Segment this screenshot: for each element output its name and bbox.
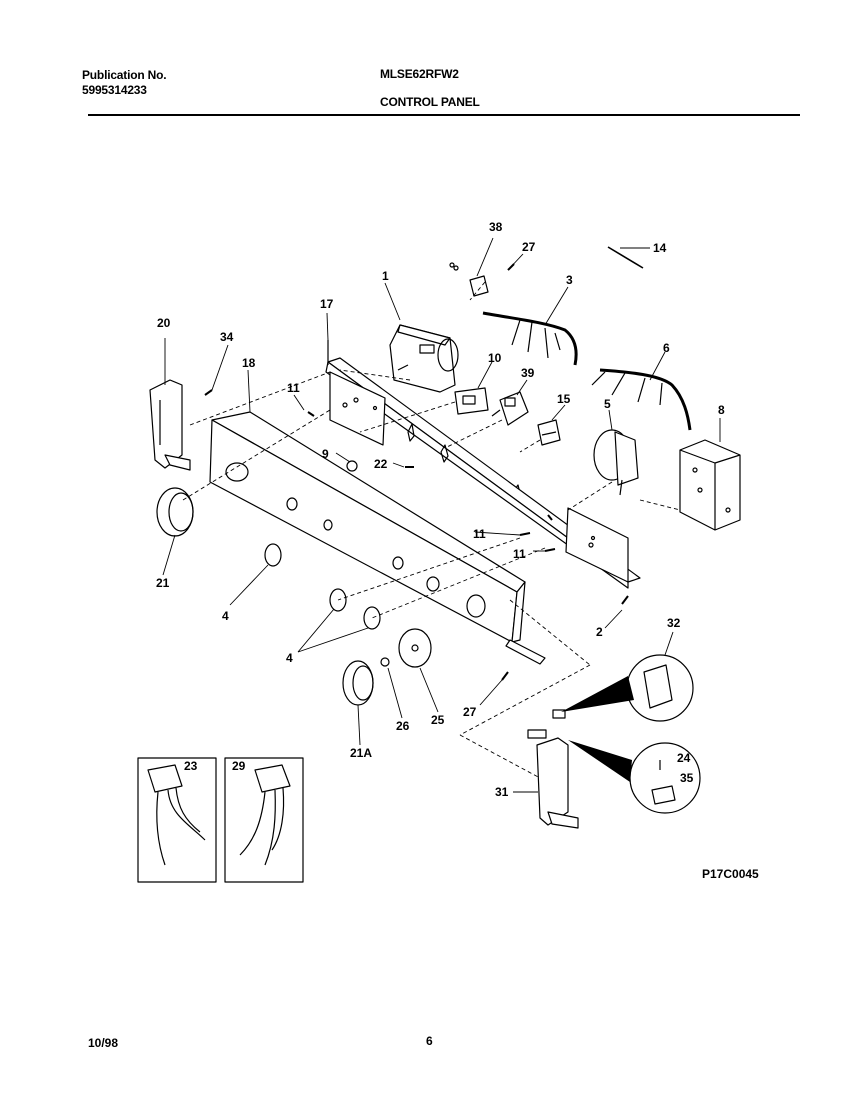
callout-27-bottom: 27 (463, 705, 477, 719)
temperature-switch (491, 391, 529, 426)
control-box (679, 439, 741, 531)
callout-11-mid: 11 (473, 527, 486, 541)
connector-38 (449, 262, 489, 297)
knob-21 (156, 487, 194, 537)
callout-18: 18 (242, 356, 256, 370)
callout-39: 39 (521, 366, 535, 380)
end-bracket-31 (527, 709, 579, 829)
inset-23 (137, 757, 217, 883)
control-panel-console (209, 411, 546, 665)
callout-23: 23 (184, 759, 198, 773)
callout-labels: 38 27 14 1 3 17 20 34 6 10 18 39 11 15 5… (156, 220, 725, 799)
callout-15: 15 (557, 392, 571, 406)
model-number: MLSE62RFW2 (380, 67, 459, 81)
callout-2: 2 (596, 625, 603, 639)
inset-29 (224, 757, 304, 883)
knob-21A (342, 660, 374, 706)
callout-35: 35 (680, 771, 694, 785)
callout-14: 14 (653, 241, 667, 255)
leader-lines (162, 237, 721, 793)
callout-10: 10 (488, 351, 502, 365)
detail-circle-32 (561, 654, 694, 722)
callout-34: 34 (220, 330, 234, 344)
callout-31: 31 (495, 785, 509, 799)
wire-lead-14 (607, 246, 644, 269)
publication-number: 5995314233 (82, 83, 147, 97)
detail-circle-24-35 (568, 740, 701, 814)
washer-26 (380, 657, 390, 667)
callout-27-top: 27 (522, 240, 536, 254)
callout-9: 9 (322, 447, 329, 461)
callout-24: 24 (677, 751, 691, 765)
figure-code: P17C0045 (702, 867, 759, 881)
callout-38: 38 (489, 220, 503, 234)
wire-harness-3 (482, 311, 578, 366)
pressure-switch (593, 429, 639, 496)
callout-11-low: 11 (513, 547, 526, 561)
callout-32: 32 (667, 616, 681, 630)
callout-17: 17 (320, 297, 334, 311)
footer-date: 10/98 (88, 1036, 119, 1050)
page-number: 6 (426, 1034, 433, 1048)
screws (204, 263, 629, 681)
callout-25: 25 (431, 713, 445, 727)
callout-20: 20 (157, 316, 171, 330)
callout-1: 1 (382, 269, 389, 283)
assembly-guide-lines (182, 281, 681, 779)
callout-11-left: 11 (287, 381, 300, 395)
side-bracket-20 (149, 379, 191, 471)
callout-4-pair: 4 (286, 651, 293, 665)
rear-mounting-panel (325, 340, 641, 589)
publication-label: Publication No. (82, 68, 167, 82)
dial-25 (398, 628, 432, 668)
timer (389, 324, 459, 393)
wire-harness-6 (591, 368, 692, 431)
header-rule (88, 114, 800, 116)
section-title: CONTROL PANEL (380, 95, 480, 109)
switch-10 (454, 387, 489, 415)
callout-8: 8 (718, 403, 725, 417)
callout-21A: 21A (350, 746, 372, 760)
callout-22: 22 (374, 457, 388, 471)
callout-21: 21 (156, 576, 170, 590)
switch-15 (537, 419, 561, 446)
callout-29: 29 (232, 759, 246, 773)
callout-26: 26 (396, 719, 410, 733)
callout-5: 5 (604, 397, 611, 411)
callout-4-single: 4 (222, 609, 229, 623)
callout-6: 6 (663, 341, 670, 355)
callout-3: 3 (566, 273, 573, 287)
